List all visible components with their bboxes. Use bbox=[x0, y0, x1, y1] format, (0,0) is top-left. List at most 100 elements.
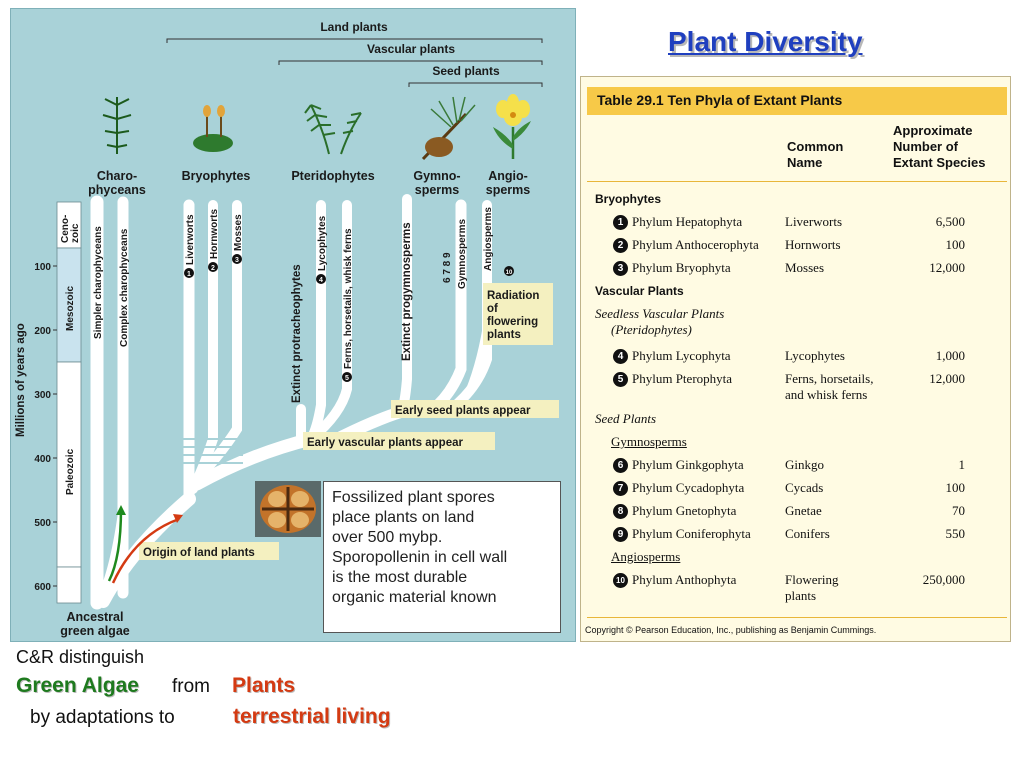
ancestral-line1: Ancestral bbox=[67, 610, 124, 624]
col-species-line2: Number of bbox=[893, 139, 958, 154]
row-phylum: Phylum Coniferophyta bbox=[632, 526, 751, 541]
section-seedless: Seedless Vascular Plants bbox=[595, 306, 725, 321]
badge-hornworts bbox=[208, 262, 218, 272]
phylogeny-diagram: Land plants Vascular plants Seed plants bbox=[10, 8, 576, 642]
col-species-line1: Approximate bbox=[893, 123, 973, 138]
row-badge: 6 bbox=[613, 458, 628, 473]
early-vascular-label: Early vascular plants appear bbox=[307, 437, 463, 449]
lineage-ferns: Ferns, horsetails, whisk ferns bbox=[343, 228, 354, 369]
row-phylum: Phylum Lycophyta bbox=[632, 348, 731, 363]
section-vascular: Vascular Plants bbox=[595, 284, 684, 298]
header-rule bbox=[587, 181, 1007, 182]
fern-illustration bbox=[304, 104, 362, 155]
section-angiosperms: Angiosperms bbox=[611, 549, 681, 564]
lineage-gymnosperms: Gymnosperms bbox=[457, 219, 468, 289]
fossil-note-line: organic material known bbox=[332, 589, 497, 606]
fossil-note-line: over 500 mybp. bbox=[332, 529, 443, 546]
green-arrow bbox=[107, 505, 126, 582]
badge-angiosperms bbox=[504, 266, 514, 276]
origin-label: Origin of land plants bbox=[143, 547, 255, 559]
section-pteridophytes: (Pteridophytes) bbox=[611, 322, 692, 337]
row-species: 1,000 bbox=[935, 348, 965, 363]
origin-box bbox=[139, 542, 279, 560]
axis-label: Millions of years ago bbox=[15, 323, 27, 437]
row-species: 1 bbox=[958, 457, 966, 472]
seed-plants-bracket bbox=[408, 82, 543, 87]
vascular-plants-label: Vascular plants bbox=[367, 42, 455, 56]
fossil-note-line: is the most durable bbox=[332, 569, 468, 586]
badge-lycophytes-num: 4 bbox=[319, 277, 323, 284]
by-text: by adaptations to bbox=[30, 707, 175, 728]
branch-gaps bbox=[183, 438, 243, 464]
row-species: 12,000 bbox=[929, 371, 965, 386]
lineage-angiosperms: Angiosperms bbox=[483, 207, 494, 271]
table-title: Table 29.1 Ten Phyla of Extant Plants bbox=[597, 92, 843, 108]
tick-100: 100 bbox=[34, 262, 51, 273]
tick-500: 500 bbox=[34, 518, 51, 529]
fossil-note-line: Fossilized plant spores bbox=[332, 489, 495, 506]
footer-rule bbox=[587, 617, 1007, 618]
group-angiosperms-line2: sperms bbox=[486, 183, 531, 197]
early-vascular-box bbox=[303, 432, 495, 450]
copyright-text: Copyright © Pearson Education, Inc., pub… bbox=[585, 625, 877, 635]
row-species: 100 bbox=[945, 237, 966, 252]
spore-photo bbox=[255, 481, 321, 537]
lineage-hornworts: Hornworts bbox=[209, 209, 220, 259]
ancestral-line2: green algae bbox=[60, 624, 130, 638]
row-common: Cycads bbox=[785, 480, 824, 495]
fossil-note: Fossilized plant spores place plants on … bbox=[323, 481, 561, 633]
section-bryophytes: Bryophytes bbox=[595, 192, 662, 206]
row-common: Ferns, horsetails, bbox=[785, 371, 874, 386]
flower-illustration bbox=[493, 94, 531, 159]
red-arrow bbox=[111, 514, 183, 584]
row-badge: 9 bbox=[613, 527, 628, 542]
row-common-line2: plants bbox=[785, 588, 817, 603]
group-gymnosperms-line1: Gymno- bbox=[413, 169, 460, 183]
era-cenozoic-line1: Ceno- bbox=[60, 215, 71, 243]
group-gymnosperms-line2: sperms bbox=[415, 183, 460, 197]
tick-400: 400 bbox=[34, 454, 51, 465]
radiation-line3: flowering bbox=[487, 316, 538, 328]
radiation-line2: of bbox=[487, 303, 498, 315]
plants-text: Plants bbox=[232, 674, 296, 697]
table-header-bar: Table 29.1 Ten Phyla of Extant Plants bbox=[587, 87, 1007, 115]
badge-hornworts-num: 2 bbox=[211, 265, 215, 272]
era-cenozoic-line2: zoic bbox=[70, 223, 81, 243]
from-text: from bbox=[172, 676, 210, 697]
phylogeny-svg: Land plants Vascular plants Seed plants bbox=[15, 20, 559, 638]
row-species: 550 bbox=[945, 526, 966, 541]
group-charophyceans-line1: Charo- bbox=[97, 169, 137, 183]
radiation-line4: plants bbox=[487, 329, 521, 341]
row-badge: 3 bbox=[613, 261, 628, 276]
row-common: Hornworts bbox=[785, 237, 841, 252]
charophycean-illustration bbox=[102, 97, 132, 154]
early-seed-box bbox=[391, 400, 559, 418]
row-common: Mosses bbox=[785, 260, 825, 275]
seed-plants-label: Seed plants bbox=[432, 64, 500, 78]
era-paleozoic: Paleozoic bbox=[65, 448, 76, 495]
badge-mosses-num: 3 bbox=[235, 257, 239, 264]
era-mesozoic: Mesozoic bbox=[65, 286, 76, 331]
row-common: Conifers bbox=[785, 526, 830, 541]
lineage-extinct-progymnosperms: Extinct progymnosperms bbox=[401, 222, 413, 361]
tick-600: 600 bbox=[34, 582, 51, 593]
badge-ferns-num: 5 bbox=[345, 375, 349, 382]
col-common-line2: Name bbox=[787, 155, 823, 170]
tick-300: 300 bbox=[34, 390, 51, 401]
tick-200: 200 bbox=[34, 326, 51, 337]
era-column bbox=[56, 201, 82, 604]
col-common-line1: Common bbox=[787, 139, 844, 154]
lineage-lycophytes: Lycophytes bbox=[317, 215, 328, 271]
row-badge: 10 bbox=[613, 573, 628, 588]
lineage-complex-charophyceans: Complex charophyceans bbox=[119, 228, 130, 347]
land-plants-bracket bbox=[166, 38, 543, 43]
row-phylum: Phylum Gnetophyta bbox=[632, 503, 737, 518]
row-phylum: Phylum Bryophyta bbox=[632, 260, 731, 275]
radiation-line1: Radiation bbox=[487, 290, 539, 302]
lineage-simpler-charophyceans: Simpler charophyceans bbox=[93, 226, 104, 339]
axis-ticks bbox=[53, 265, 57, 587]
badge-ferns bbox=[342, 372, 352, 382]
row-badge: 4 bbox=[613, 349, 628, 364]
row-species: 70 bbox=[952, 503, 965, 518]
fossil-note-line: Sporopollenin in cell wall bbox=[332, 549, 508, 566]
